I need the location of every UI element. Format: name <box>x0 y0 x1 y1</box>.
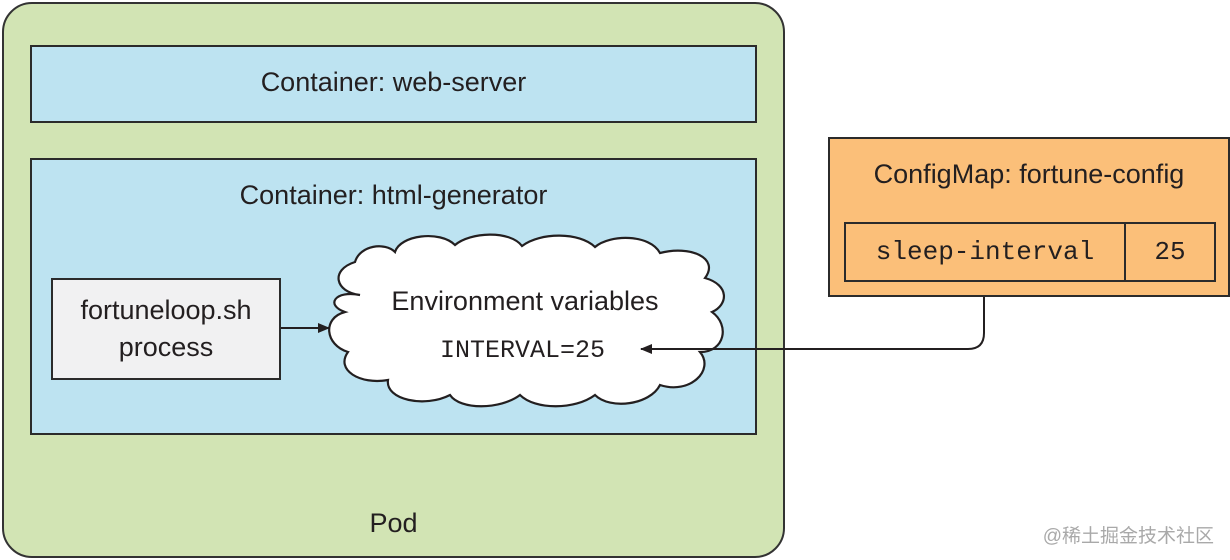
environment-variables-cloud <box>328 233 725 408</box>
env-title: Environment variables <box>391 286 659 316</box>
fortuneloop-process-box: fortuneloop.sh process <box>51 278 281 380</box>
configmap-box: ConfigMap: fortune-config sleep-interval… <box>828 137 1230 297</box>
configmap-title: ConfigMap: fortune-config <box>873 159 1185 189</box>
pod-label: Pod <box>369 508 418 538</box>
configmap-key: sleep-interval <box>846 224 1126 280</box>
process-suffix: process <box>118 332 214 362</box>
process-name: fortuneloop.sh <box>80 295 252 325</box>
configmap-value: 25 <box>1154 237 1186 267</box>
container-web-server-label: Container: web-server <box>260 67 527 97</box>
configmap-entry: sleep-interval 25 <box>844 222 1216 282</box>
container-html-generator-label: Container: html-generator <box>239 180 548 210</box>
watermark: @稀土掘金技术社区 <box>1042 526 1214 547</box>
container-web-server: Container: web-server <box>30 45 757 123</box>
configmap-to-env-arrow <box>640 297 985 354</box>
env-variable: INTERVAL=25 <box>439 336 606 365</box>
